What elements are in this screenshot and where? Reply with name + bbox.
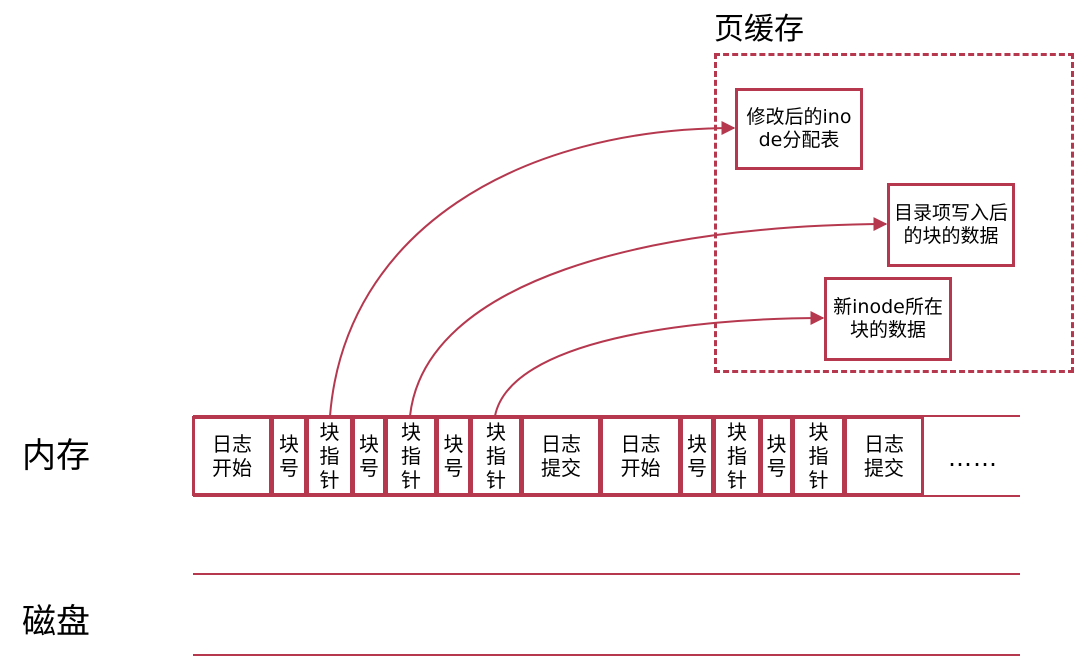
memory-cell-journal-commit: 日志提交 bbox=[521, 416, 601, 496]
memory-cell-journal-begin: 日志开始 bbox=[192, 416, 272, 496]
arrow-pointer-to-dir-entry-block bbox=[409, 217, 888, 417]
memory-cell-block-pointer: 块指针 bbox=[306, 416, 353, 496]
memory-label: 内存 bbox=[22, 436, 90, 476]
cache-block-dir-entry-data: 目录项写入后的块的数据 bbox=[887, 183, 1015, 267]
arrow-pointer-to-inode-table bbox=[329, 121, 736, 417]
memory-cell-block-number: 块号 bbox=[271, 416, 307, 496]
memory-cell-block-number: 块号 bbox=[436, 416, 471, 496]
memory-cell-block-pointer: 块指针 bbox=[792, 416, 845, 496]
memory-cell-journal-commit: 日志提交 bbox=[844, 416, 924, 496]
memory-cell-block-number: 块号 bbox=[680, 416, 714, 496]
cache-block-new-inode-data: 新inode所在块的数据 bbox=[824, 277, 952, 361]
memory-cell-block-number: 块号 bbox=[352, 416, 386, 496]
memory-cell-block-pointer: 块指针 bbox=[470, 416, 522, 496]
memory-strip-ellipsis: …… bbox=[948, 444, 998, 472]
page-cache-region bbox=[714, 53, 1074, 373]
memory-cell-block-number: 块号 bbox=[760, 416, 793, 496]
cache-block-inode-table: 修改后的inode分配表 bbox=[735, 88, 863, 170]
memory-cell-journal-begin: 日志开始 bbox=[600, 416, 681, 496]
page-cache-title: 页缓存 bbox=[714, 12, 804, 47]
disk-label: 磁盘 bbox=[22, 602, 90, 642]
memory-cell-block-pointer: 块指针 bbox=[385, 416, 437, 496]
memory-cell-block-pointer: 块指针 bbox=[713, 416, 761, 496]
arrow-pointer-to-new-inode-block bbox=[494, 311, 825, 417]
